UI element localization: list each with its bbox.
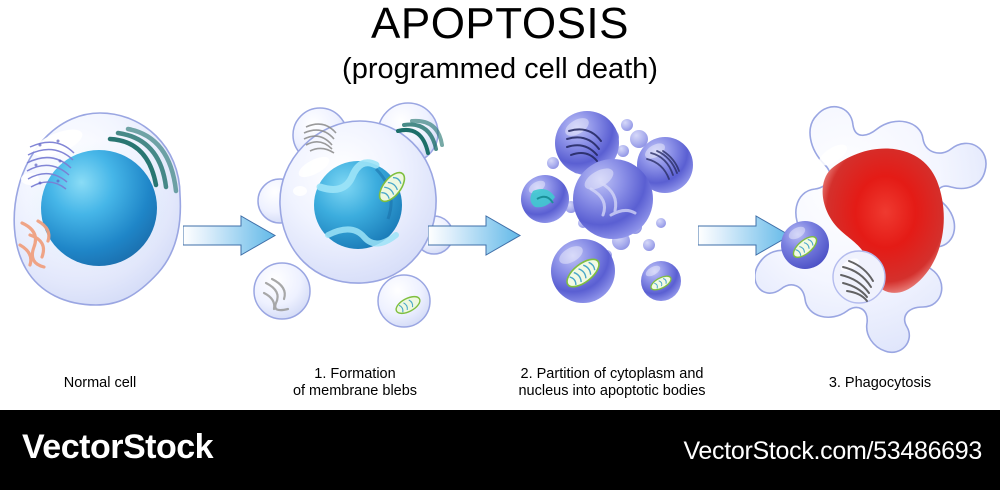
apoptotic-body-mitochondrion <box>551 239 615 303</box>
endoplasmic-reticulum <box>262 277 290 312</box>
apoptotic-body-cytoskeleton <box>637 137 693 193</box>
caption-membrane-blebs: 1. Formation of membrane blebs <box>240 366 470 400</box>
engulfed-body-mitochondrion <box>781 221 829 269</box>
arrow-icon <box>182 215 277 256</box>
cell-highlight <box>298 156 330 178</box>
page-subtitle: (programmed cell death) <box>342 53 658 85</box>
arrow-to-stage-3 <box>697 213 793 258</box>
normal-cell-illustration <box>13 112 182 399</box>
golgi-apparatus <box>107 126 179 194</box>
caption-line: Normal cell <box>63 375 137 391</box>
cytoskeleton <box>303 123 337 154</box>
endoplasmic-reticulum <box>26 141 75 190</box>
apoptotic-body-large <box>573 159 653 239</box>
arrow-icon <box>697 215 792 256</box>
apoptotic-body-small-mitochondrion <box>641 261 681 301</box>
stage-membrane-blebs <box>248 95 473 365</box>
watermark-bar: VectorStock VectorStock.com/53486693 <box>0 410 1000 490</box>
arrow-to-stage-2 <box>427 213 523 258</box>
apoptosis-diagram <box>0 95 1000 399</box>
phagocyte-highlight <box>818 144 848 166</box>
engulfed-body-golgi <box>832 250 886 304</box>
cell-highlight-small <box>293 186 307 196</box>
fragmenting-nucleus <box>314 159 402 249</box>
cytoskeleton <box>18 219 51 269</box>
caption-line: of membrane blebs <box>292 383 418 399</box>
apoptotic-bodies-illustration <box>521 111 693 303</box>
bleb-bottom-left <box>253 262 311 320</box>
nucleus <box>41 150 157 266</box>
mitochondrion-lower <box>395 295 421 315</box>
page-title: APOPTOSIS <box>371 0 629 48</box>
stage-phagocytosis <box>754 95 1000 365</box>
apoptotic-body-nuclear-fragment <box>521 175 569 223</box>
caption-line: nucleus into apoptotic bodies <box>518 383 706 399</box>
caption-line: 3. Phagocytosis <box>828 375 932 391</box>
mitochondrion-upper <box>378 171 406 203</box>
caption-apoptotic-bodies: 2. Partition of cytoplasm and nucleus in… <box>492 366 732 400</box>
er-ribosomes <box>34 139 62 185</box>
phagocyte-illustration <box>754 105 987 354</box>
vectorstock-url: VectorStock.com/53486693 <box>683 437 982 465</box>
caption-normal-cell: Normal cell <box>0 375 200 392</box>
phagocyte-nucleus <box>822 148 944 293</box>
caption-phagocytosis: 3. Phagocytosis <box>760 375 1000 392</box>
apoptotic-body-golgi <box>555 111 619 175</box>
golgi-apparatus <box>396 118 444 155</box>
blebbing-cell-illustration <box>253 102 454 328</box>
arrow-icon <box>427 215 522 256</box>
title-block: APOPTOSIS (programmed cell death) <box>0 0 1000 86</box>
caption-line: 1. Formation <box>314 366 396 382</box>
arrow-to-stage-1 <box>182 213 278 258</box>
stage-normal-cell <box>0 95 200 399</box>
caption-line: 2. Partition of cytoplasm and <box>520 366 704 382</box>
stage-apoptotic-bodies <box>515 95 720 365</box>
vectorstock-logo: VectorStock <box>22 428 214 466</box>
